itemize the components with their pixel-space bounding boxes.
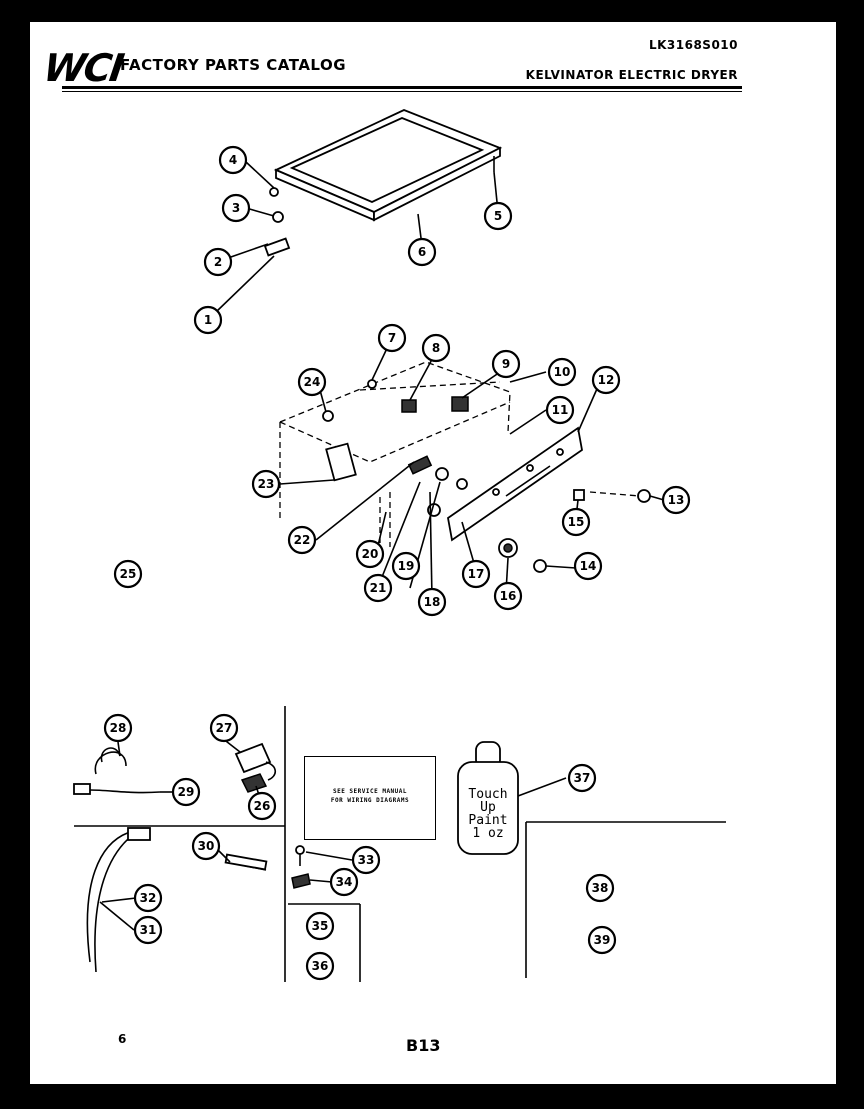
svg-text:32: 32 — [140, 891, 157, 905]
callout-1: 1 — [193, 305, 223, 335]
callout-5: 5 — [483, 201, 513, 231]
svg-text:16: 16 — [500, 589, 517, 603]
svg-text:13: 13 — [668, 493, 685, 507]
product-name: KELVINATOR ELECTRIC DRYER — [525, 68, 738, 82]
svg-text:7: 7 — [388, 331, 396, 345]
svg-text:28: 28 — [110, 721, 127, 735]
svg-text:22: 22 — [294, 533, 311, 547]
svg-text:31: 31 — [140, 923, 157, 937]
header-rule-thin — [62, 91, 742, 92]
callout-31: 31 — [133, 915, 163, 945]
callout-3: 3 — [221, 193, 251, 223]
callout-20: 20 — [355, 539, 385, 569]
callout-18: 18 — [417, 587, 447, 617]
top-cover-drawing — [263, 109, 503, 257]
callout-17: 17 — [461, 559, 491, 589]
callout-25: 25 — [113, 559, 143, 589]
svg-text:33: 33 — [358, 853, 375, 867]
svg-text:29: 29 — [178, 785, 195, 799]
callout-14: 14 — [573, 551, 603, 581]
callout-26: 26 — [247, 791, 277, 821]
bottle-label-line-2: Up — [480, 800, 496, 815]
callout-35: 35 — [305, 911, 335, 941]
callout-33: 33 — [351, 845, 381, 875]
callout-16: 16 — [493, 581, 523, 611]
svg-text:1: 1 — [204, 313, 212, 327]
svg-text:6: 6 — [418, 245, 426, 259]
header-rule — [62, 86, 742, 89]
svg-text:23: 23 — [258, 477, 275, 491]
svg-text:20: 20 — [362, 547, 379, 561]
catalog-sheet: WCI FACTORY PARTS CATALOG LK3168S010 KEL… — [30, 22, 836, 1084]
svg-text:11: 11 — [552, 403, 569, 417]
bottle-label-line-4: 1 oz — [472, 826, 504, 841]
svg-text:35: 35 — [312, 919, 329, 933]
svg-text:38: 38 — [592, 881, 609, 895]
svg-text:30: 30 — [198, 839, 215, 853]
callout-12: 12 — [591, 365, 621, 395]
bottle-label-line-1: Touch — [468, 787, 508, 802]
callout-36: 36 — [305, 951, 335, 981]
callout-22: 22 — [287, 525, 317, 555]
svg-text:27: 27 — [216, 721, 233, 735]
svg-text:2: 2 — [214, 255, 222, 269]
section-dividers — [74, 706, 726, 982]
callout-29: 29 — [171, 777, 201, 807]
catalog-title: FACTORY PARTS CATALOG — [120, 56, 347, 74]
callout-27: 27 — [209, 713, 239, 743]
page-number: 6 — [118, 1032, 127, 1046]
callout-32: 32 — [133, 883, 163, 913]
svg-text:21: 21 — [370, 581, 387, 595]
svg-text:25: 25 — [120, 567, 137, 581]
touch-up-paint-label: Touch Up Paint 1 oz — [460, 788, 516, 840]
svg-text:17: 17 — [468, 567, 485, 581]
svg-text:9: 9 — [502, 357, 510, 371]
callout-15: 15 — [561, 507, 591, 537]
callout-13: 13 — [661, 485, 691, 515]
page-code: B13 — [406, 1036, 441, 1055]
svg-text:8: 8 — [432, 341, 440, 355]
svg-text:10: 10 — [554, 365, 571, 379]
svg-text:14: 14 — [580, 559, 597, 573]
bottle-label-line-3: Paint — [468, 813, 508, 828]
callout-30: 30 — [191, 831, 221, 861]
callout-10: 10 — [547, 357, 577, 387]
control-panel-drawing — [279, 361, 651, 573]
callout-9: 9 — [491, 349, 521, 379]
callout-28: 28 — [103, 713, 133, 743]
svg-text:37: 37 — [574, 771, 591, 785]
callout-19: 19 — [391, 551, 421, 581]
callout-8: 8 — [421, 333, 451, 363]
callout-21: 21 — [363, 573, 393, 603]
svg-text:4: 4 — [229, 153, 237, 167]
svg-text:18: 18 — [424, 595, 441, 609]
svg-text:3: 3 — [232, 201, 240, 215]
callout-7: 7 — [377, 323, 407, 353]
svg-text:5: 5 — [494, 209, 502, 223]
svg-text:34: 34 — [336, 875, 353, 889]
svg-text:15: 15 — [568, 515, 585, 529]
callout-6: 6 — [407, 237, 437, 267]
callout-38: 38 — [585, 873, 615, 903]
svg-text:19: 19 — [398, 559, 415, 573]
callout-11: 11 — [545, 395, 575, 425]
note-line-2: FOR WIRING DIAGRAMS — [330, 797, 410, 804]
svg-text:36: 36 — [312, 959, 329, 973]
note-line-1: SEE SERVICE MANUAL — [332, 788, 408, 795]
callout-39: 39 — [587, 925, 617, 955]
svg-text:26: 26 — [254, 799, 271, 813]
callout-23: 23 — [251, 469, 281, 499]
callout-4: 4 — [218, 145, 248, 175]
svg-text:39: 39 — [594, 933, 611, 947]
callout-34: 34 — [329, 867, 359, 897]
callout-37: 37 — [567, 763, 597, 793]
wiring-diagram-note-box: SEE SERVICE MANUAL FOR WIRING DIAGRAMS — [304, 756, 436, 840]
svg-text:12: 12 — [598, 373, 615, 387]
svg-text:24: 24 — [304, 375, 321, 389]
callout-2: 2 — [203, 247, 233, 277]
model-number: LK3168S010 — [648, 38, 738, 52]
exploded-parts-diagram: 1 2 3 4 5 6 7 8 9 10 11 12 13 14 15 16 1… — [73, 109, 726, 982]
callout-24: 24 — [297, 367, 327, 397]
